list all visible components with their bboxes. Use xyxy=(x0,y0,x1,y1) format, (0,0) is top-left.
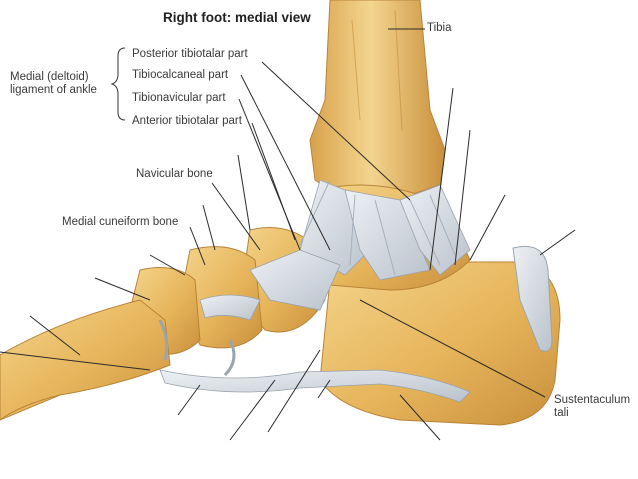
leader-lines xyxy=(0,28,576,441)
deltoid-ligament xyxy=(249,179,471,311)
group-label-line2: ligament of ankle xyxy=(10,84,97,96)
tibiocalcaneal-label: Tibiocalcaneal part xyxy=(132,69,229,81)
medial-cuneiform-label: Medial cuneiform bone xyxy=(62,216,179,228)
navicular-bone-label: Navicular bone xyxy=(136,168,213,180)
group-label-line1: Medial (deltoid) xyxy=(10,71,89,83)
medial-deltoid-ligament-label: Medial (deltoid) ligament of ankle xyxy=(10,71,97,97)
forefoot-bones xyxy=(0,299,171,421)
sustentaculum-line1: Sustentaculum xyxy=(554,394,631,406)
anterior-tibiotalar-label: Anterior tibiotalar part xyxy=(132,115,242,127)
ligament-group-brace xyxy=(110,47,126,121)
sustentaculum-line2: tali xyxy=(554,407,569,419)
tibionavicular-label: Tibionavicular part xyxy=(132,92,226,104)
posterior-tibiotalar-label: Posterior tibiotalar part xyxy=(132,48,248,60)
plantar-ligaments xyxy=(158,294,471,403)
sustentaculum-tali-label: Sustentaculum tali xyxy=(554,394,630,420)
tibia-label: Tibia xyxy=(427,22,452,34)
diagram-title: Right foot: medial view xyxy=(163,10,311,25)
